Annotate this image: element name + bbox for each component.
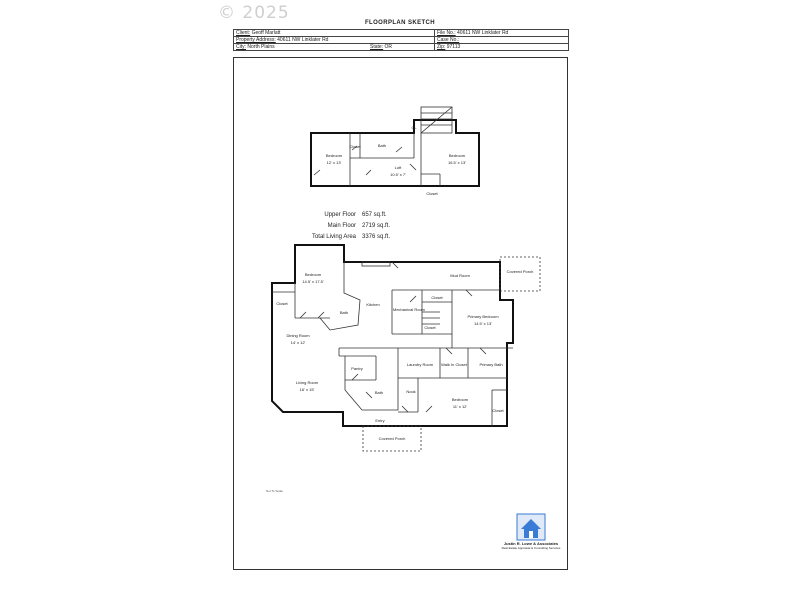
upper-bedroom2-size: 16.5' x 13' [448,160,466,165]
upper-cl-label: CL [411,125,417,130]
nook-label: Nook [406,389,415,394]
pantry-label: Pantry [351,366,363,371]
closet-mech-label: Closet [424,325,436,330]
upper-closet2-label: Closet [426,191,438,196]
client-label: Client: [236,30,251,36]
bedroom-nw-label: Bedroom [305,272,322,277]
upper-loft-size: 10.5' x 7' [390,172,406,177]
state-label: State: [370,44,384,50]
upper-bedroom2-label: Bedroom [449,153,466,158]
document-title: FLOORPLAN SKETCH [364,20,436,26]
entry-label: Entry [375,418,384,423]
address-value: 40611 NW Linklater Rd [277,37,329,43]
upper-bath-label: Bath [378,143,386,148]
primary-bedroom-label: Primary Bedroom [467,314,499,319]
living-room-label: Living Room [296,380,319,385]
scale-note: Not To Scale [266,489,283,493]
logo-tagline: Real Estate Appraisal & Consulting Servi… [501,546,561,550]
primary-bath-label: Primary Bath [479,362,502,367]
copyright-watermark: © 2025 [218,3,290,23]
case-label: Case No.: [437,37,460,43]
file-value: 40611 NW Linklater Rd [457,30,509,36]
sketch-frame [233,57,568,570]
dining-room-size: 14' x 12' [291,340,306,345]
address-label: Property Address: [236,37,276,43]
upper-bedroom1-size: 12' x 13' [327,160,342,165]
property-header-table: Client: Geoff Marlatt File No.: 40611 NW… [233,29,569,51]
state-value: OR [384,44,393,50]
upper-floor-outline [310,119,480,187]
bedroom-se-label: Bedroom [452,397,469,402]
appraiser-logo: Justin R. Lowe & Associates Real Estate … [500,513,562,550]
logo-name: Justin R. Lowe & Associates [503,541,559,546]
covered-porch-ne-label: Covered Porch [507,269,534,274]
zip-value: 97113 [446,44,461,50]
upper-bedroom1-label: Bedroom [326,153,343,158]
main-floor-outline [271,244,514,427]
upper-loft-label: Loft [395,165,403,170]
closet-center-label: Closet [431,295,443,300]
living-room-size: 16' x 15' [300,387,315,392]
kitchen-label: Kitchen [366,302,379,307]
mechanical-room-label: Mechanical Room [393,307,426,312]
file-label: File No.: [437,30,456,36]
laundry-room-label: Laundry Room [407,362,434,367]
bath-south-label: Bath [375,390,383,395]
house-logo-icon [516,513,546,541]
walk-in-closet-label: Walk In Closet [441,362,468,367]
bedroom-nw-size: 14.5' x 17.5' [302,279,324,284]
bath-main-label: Bath [340,310,348,315]
client-value: Geoff Marlatt [251,30,281,36]
closet-se-label: Closet [492,408,504,413]
closet-w-label: Closet [276,301,288,306]
zip-label: Zip: [437,44,446,50]
primary-bedroom-size: 14.5' x 13' [474,321,492,326]
city-label: City: [236,44,246,50]
dining-room-label: Dining Room [286,333,310,338]
bedroom-se-size: 11' x 12' [453,404,468,409]
mud-room-label: Mud Room [450,273,470,278]
upper-closet-label: Closet [349,144,361,149]
city-value: North Plains [247,44,275,50]
covered-porch-s-label: Covered Porch [379,436,406,441]
